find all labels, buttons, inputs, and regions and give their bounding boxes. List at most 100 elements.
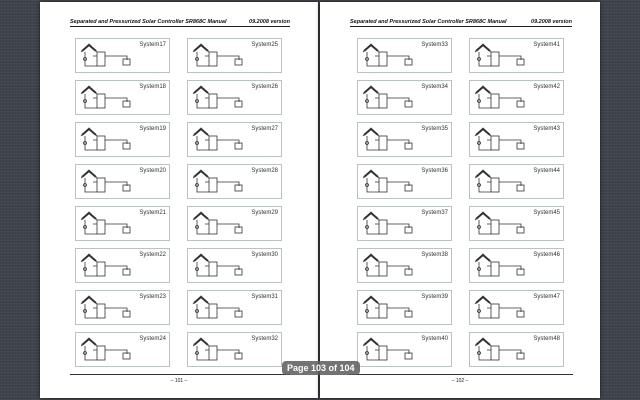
system-diagram: System26 [187,80,282,115]
system-label: System26 [251,84,278,90]
system-diagram-icon [362,211,413,235]
system-label: System38 [421,252,448,258]
system-label: System19 [139,126,166,132]
system-label: System32 [251,336,278,342]
system-diagram-icon [474,169,525,193]
system-diagram: System45 [469,206,564,241]
system-diagram: System35 [357,122,452,157]
system-diagram-icon [192,337,243,361]
system-diagram: System47 [469,290,564,325]
system-diagram: System19 [75,122,170,157]
system-diagram: System46 [469,248,564,283]
system-diagram-icon [362,127,413,151]
footer-rule [348,374,573,375]
system-diagram: System28 [187,164,282,199]
system-label: System39 [421,294,448,300]
system-diagram: System48 [469,332,564,367]
header-version: 09.2008 version [249,19,290,25]
system-diagram-icon [80,43,131,67]
system-diagram-icon [80,127,131,151]
system-diagram-icon [80,253,131,277]
footer-rule [70,374,290,375]
system-diagram: System34 [357,80,452,115]
system-label: System27 [251,126,278,132]
system-diagram-icon [80,85,131,109]
header-title: Separated and Pressurized Solar Controll… [350,19,507,25]
header-title: Separated and Pressurized Solar Controll… [70,19,227,25]
system-diagram: System30 [187,248,282,283]
system-diagram: System24 [75,332,170,367]
system-diagram-icon [192,295,243,319]
system-diagram-icon [192,43,243,67]
system-diagram: System29 [187,206,282,241]
system-label: System37 [421,210,448,216]
system-diagram: System27 [187,122,282,157]
system-diagram-icon [474,295,525,319]
system-diagram: System17 [75,38,170,73]
system-diagram-icon [192,127,243,151]
system-diagram: System23 [75,290,170,325]
system-diagram-icon [80,295,131,319]
system-label: System18 [139,84,166,90]
system-diagram-icon [474,85,525,109]
system-diagram: System20 [75,164,170,199]
system-label: System25 [251,42,278,48]
system-diagram-icon [474,127,525,151]
system-label: System36 [421,168,448,174]
system-diagram-icon [192,211,243,235]
system-diagram: System25 [187,38,282,73]
page-header: Separated and Pressurized Solar Controll… [70,19,290,27]
system-diagram-icon [362,253,413,277]
system-label: System34 [421,84,448,90]
system-diagram-icon [362,85,413,109]
system-diagram-icon [474,253,525,277]
system-diagram-icon [192,253,243,277]
system-label: System41 [533,42,560,48]
system-diagram: System43 [469,122,564,157]
page-number: – 102 – [451,378,469,384]
left-page: Separated and Pressurized Solar Controll… [40,2,318,398]
system-label: System33 [421,42,448,48]
system-diagram: System22 [75,248,170,283]
system-label: System29 [251,210,278,216]
right-page: Separated and Pressurized Solar Controll… [320,2,600,398]
system-diagram-icon [474,211,525,235]
system-label: System30 [251,252,278,258]
page-indicator: Page 103 of 104 [282,361,360,375]
system-label: System21 [139,210,166,216]
system-label: System31 [251,294,278,300]
system-diagram: System18 [75,80,170,115]
system-diagram: System44 [469,164,564,199]
system-label: System46 [533,252,560,258]
system-diagram: System33 [357,38,452,73]
system-diagram: System40 [357,332,452,367]
system-label: System40 [421,336,448,342]
system-diagram-icon [362,169,413,193]
system-label: System48 [533,336,560,342]
header-version: 09.2008 version [531,19,572,25]
system-diagram-icon [192,169,243,193]
system-label: System47 [533,294,560,300]
system-diagram-icon [362,295,413,319]
system-diagram-icon [362,43,413,67]
system-diagram: System38 [357,248,452,283]
system-label: System42 [533,84,560,90]
system-label: System23 [139,294,166,300]
system-label: System45 [533,210,560,216]
system-label: System28 [251,168,278,174]
system-diagram-icon [474,337,525,361]
page-number: – 101 – [170,378,188,384]
system-label: System24 [139,336,166,342]
system-diagram: System21 [75,206,170,241]
system-diagram: System41 [469,38,564,73]
system-label: System22 [139,252,166,258]
system-label: System43 [533,126,560,132]
system-diagram: System32 [187,332,282,367]
system-label: System20 [139,168,166,174]
system-diagram: System37 [357,206,452,241]
system-diagram-icon [362,337,413,361]
page-header: Separated and Pressurized Solar Controll… [350,19,572,27]
system-diagram-icon [80,211,131,235]
